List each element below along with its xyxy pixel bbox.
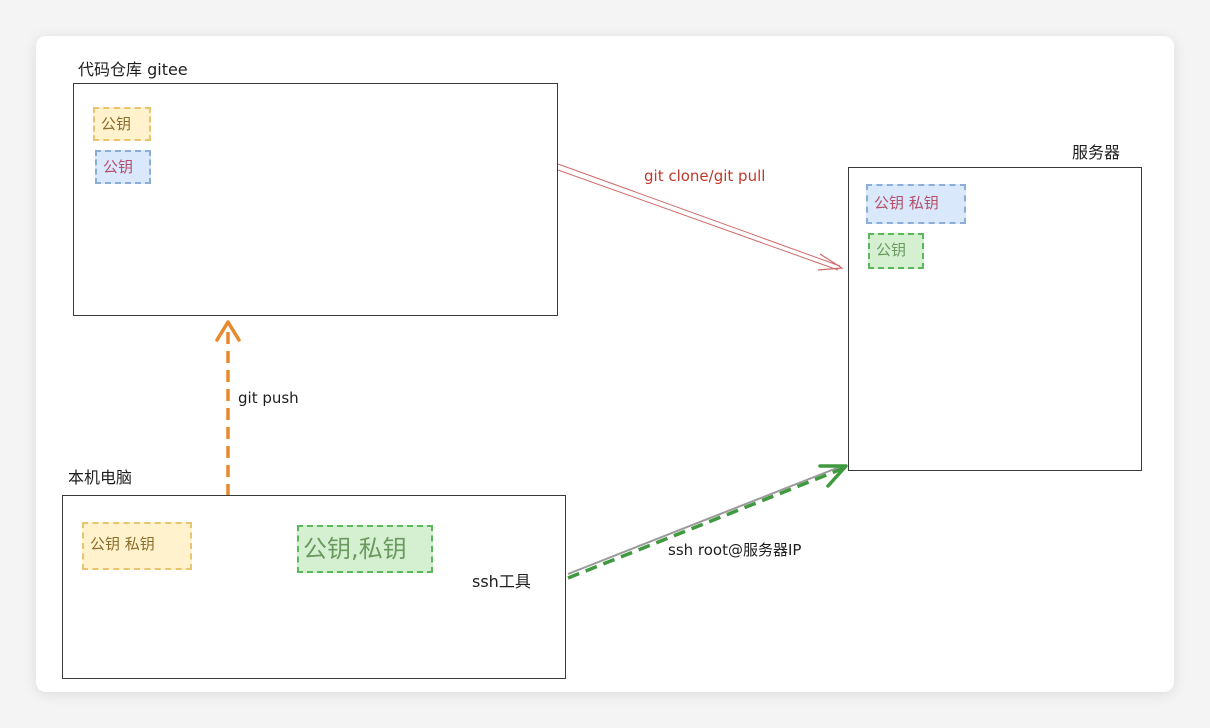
repo-deploy-key-chip[interactable]: 公钥	[95, 150, 151, 184]
ssh-command-label: ssh root@服务器IP	[668, 541, 802, 559]
repo-box[interactable]	[73, 83, 558, 316]
edge-ssh	[567, 464, 848, 580]
server-keys-chip[interactable]: 公钥 私钥	[866, 184, 966, 224]
local-ssh-keys-chip[interactable]: 公钥,私钥	[297, 525, 433, 573]
repo-title: 代码仓库 gitee	[78, 60, 188, 79]
repo-public-key-chip[interactable]: 公钥	[93, 107, 151, 141]
local-title: 本机电脑	[68, 468, 133, 487]
ssh-tool-label: ssh工具	[472, 572, 531, 591]
git-push-label: git push	[238, 389, 299, 407]
server-title: 服务器	[1072, 143, 1121, 162]
server-public-key-chip[interactable]: 公钥	[868, 233, 924, 269]
edge-git-clone-pull	[557, 163, 844, 271]
local-keys-chip[interactable]: 公钥 私钥	[82, 522, 192, 570]
edge-git-push	[215, 320, 241, 496]
git-clone-pull-label: git clone/git pull	[644, 167, 766, 185]
